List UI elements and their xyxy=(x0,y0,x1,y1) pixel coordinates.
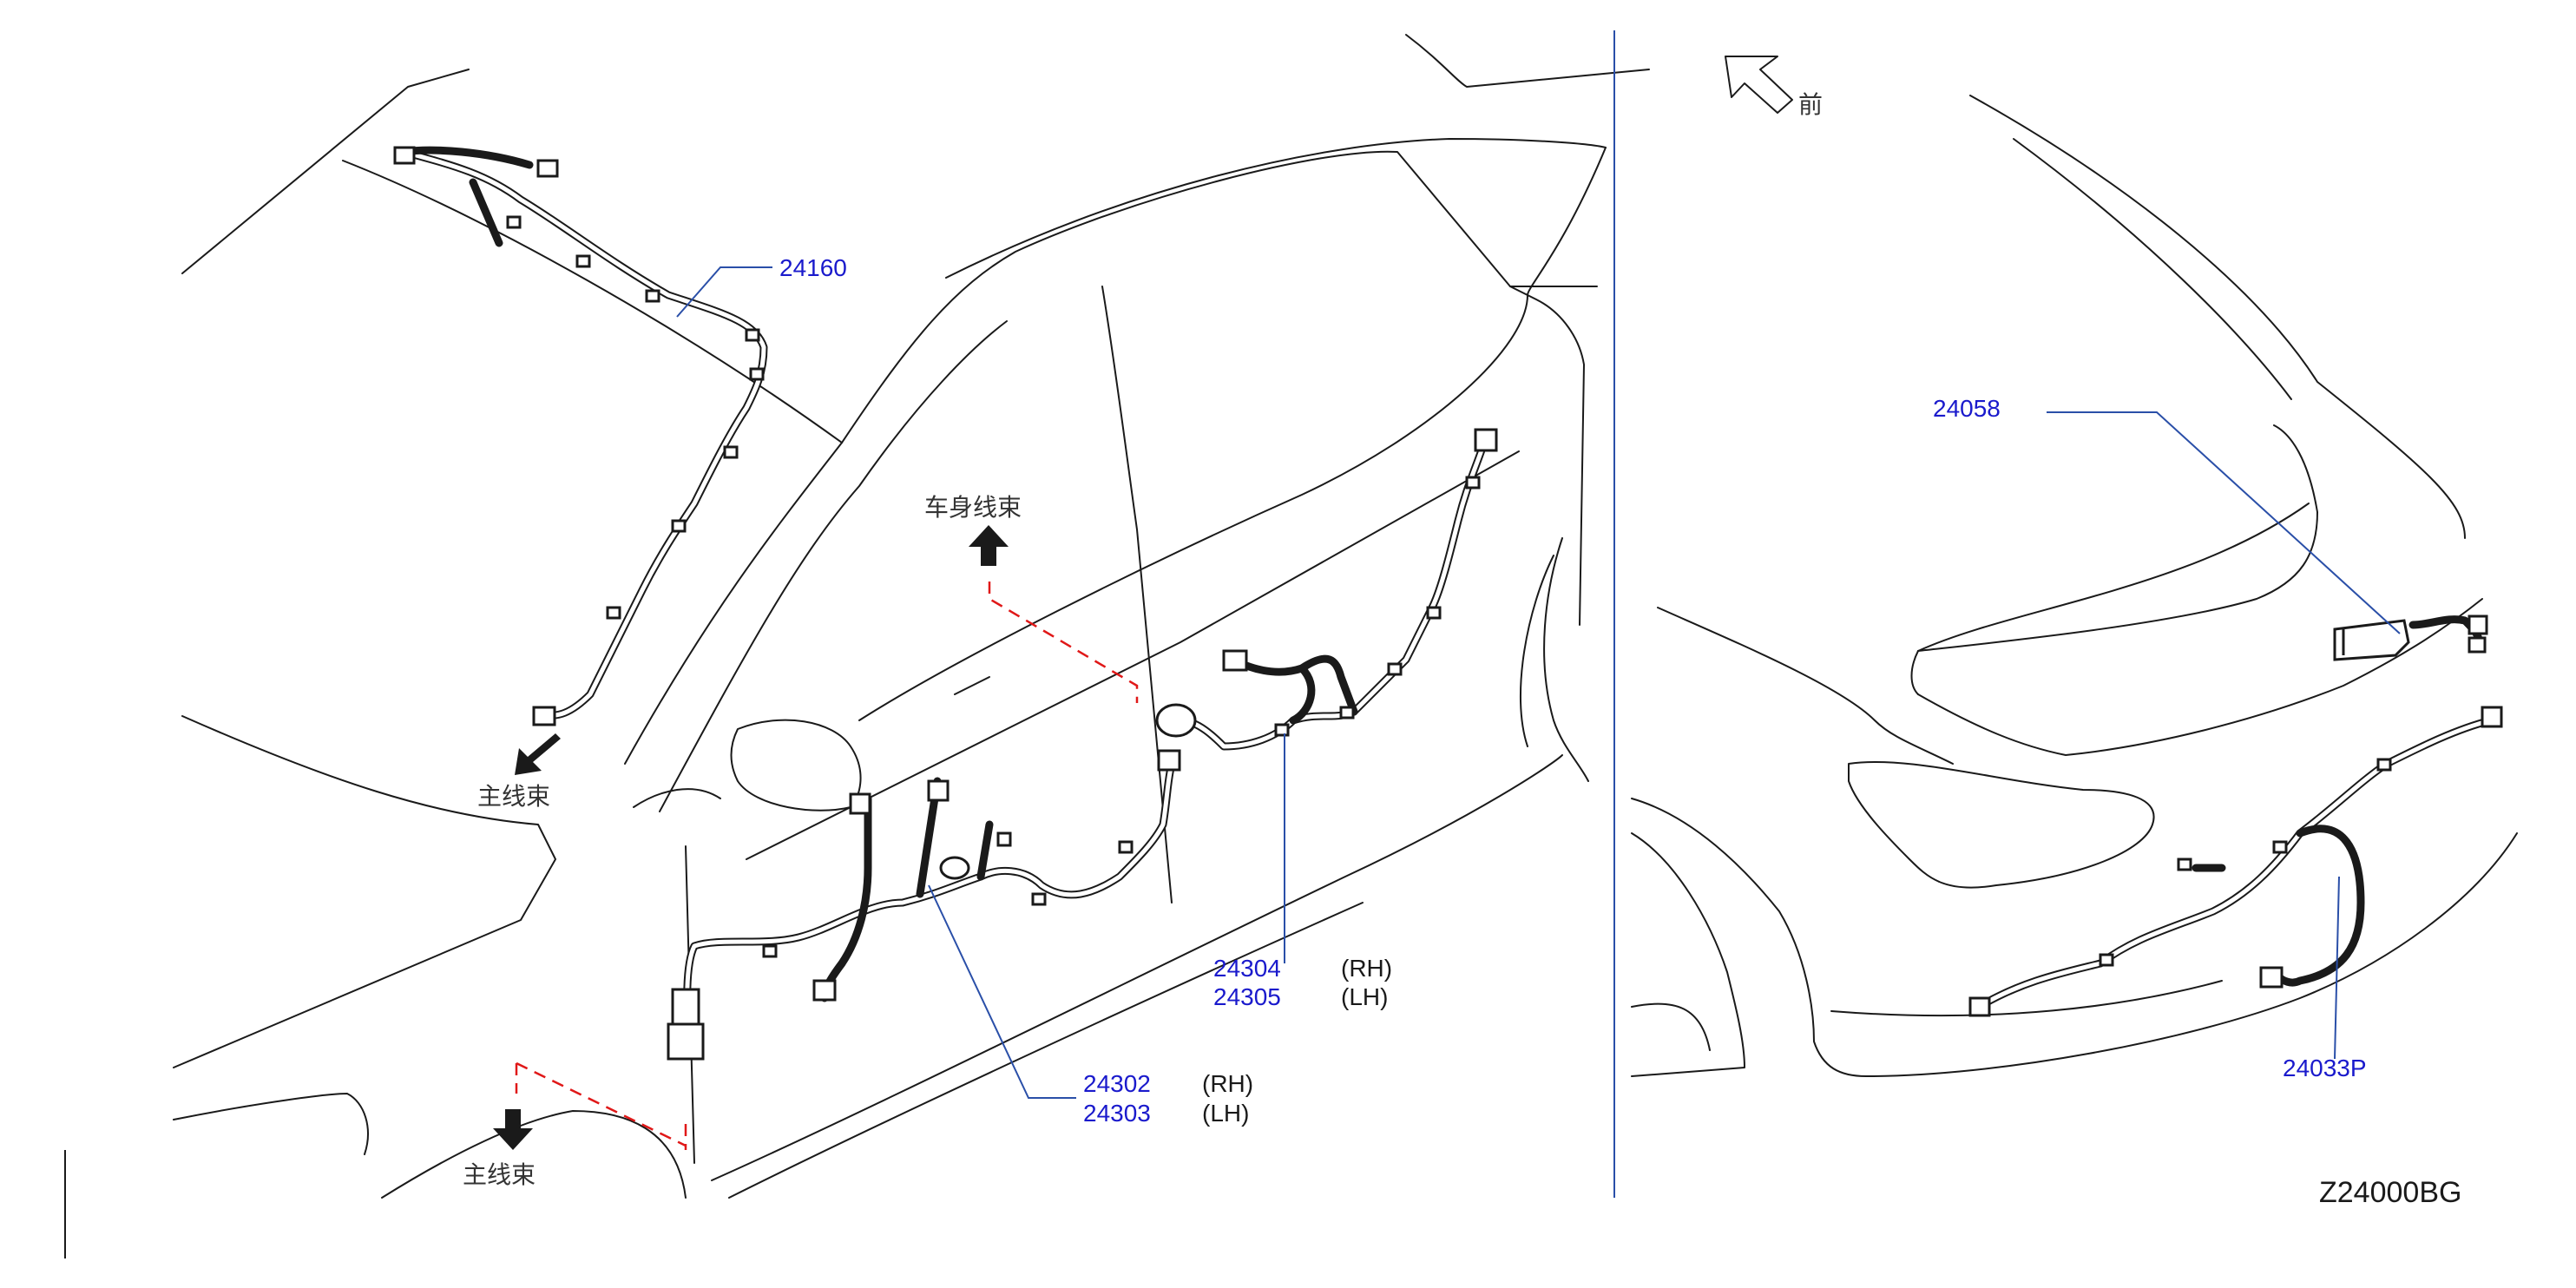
outline-arrow-icon xyxy=(1725,56,1793,114)
part-number-24058: 24058 xyxy=(1933,395,2001,422)
car-body-outline-left xyxy=(173,34,1650,1199)
diagram-code: Z24000BG xyxy=(2319,1176,2461,1209)
part-number-24303: 24303 xyxy=(1083,1100,1151,1127)
part-number-24302: 24302 xyxy=(1083,1070,1151,1097)
filled-arrow-icon xyxy=(515,733,561,775)
body-harness-guide xyxy=(988,582,1139,703)
side-rh-24302: (RH) xyxy=(1202,1070,1253,1097)
leader-lines-left xyxy=(676,266,1285,1099)
body-harness-label: 车身线束 xyxy=(924,493,1022,522)
front-label: 前 xyxy=(1798,90,1823,119)
leader-lines-right xyxy=(2047,411,2401,1060)
side-rh-24304: (RH) xyxy=(1341,955,1392,982)
filled-arrow-icon xyxy=(969,525,1009,566)
part-number-24160: 24160 xyxy=(779,254,847,281)
main-harness-label-top: 主线束 xyxy=(477,782,550,811)
part-number-24305: 24305 xyxy=(1213,983,1281,1010)
side-lh-24305: (LH) xyxy=(1341,983,1388,1010)
harness-24058 xyxy=(2333,614,2488,661)
part-number-24304: 24304 xyxy=(1213,955,1281,982)
harness-24304-24305 xyxy=(1155,428,1498,751)
main-harness-label-bottom: 主线束 xyxy=(463,1160,536,1189)
harness-24160 xyxy=(393,146,768,726)
harness-24302-24303 xyxy=(667,749,1181,1061)
filled-arrow-icon xyxy=(493,1109,533,1150)
side-lh-24303: (LH) xyxy=(1202,1100,1249,1127)
main-harness-guide-bottom xyxy=(515,1061,687,1150)
part-number-24033p: 24033P xyxy=(2283,1055,2367,1081)
harness-24033p xyxy=(1968,706,2503,1017)
car-body-outline-right xyxy=(1631,95,2518,1077)
